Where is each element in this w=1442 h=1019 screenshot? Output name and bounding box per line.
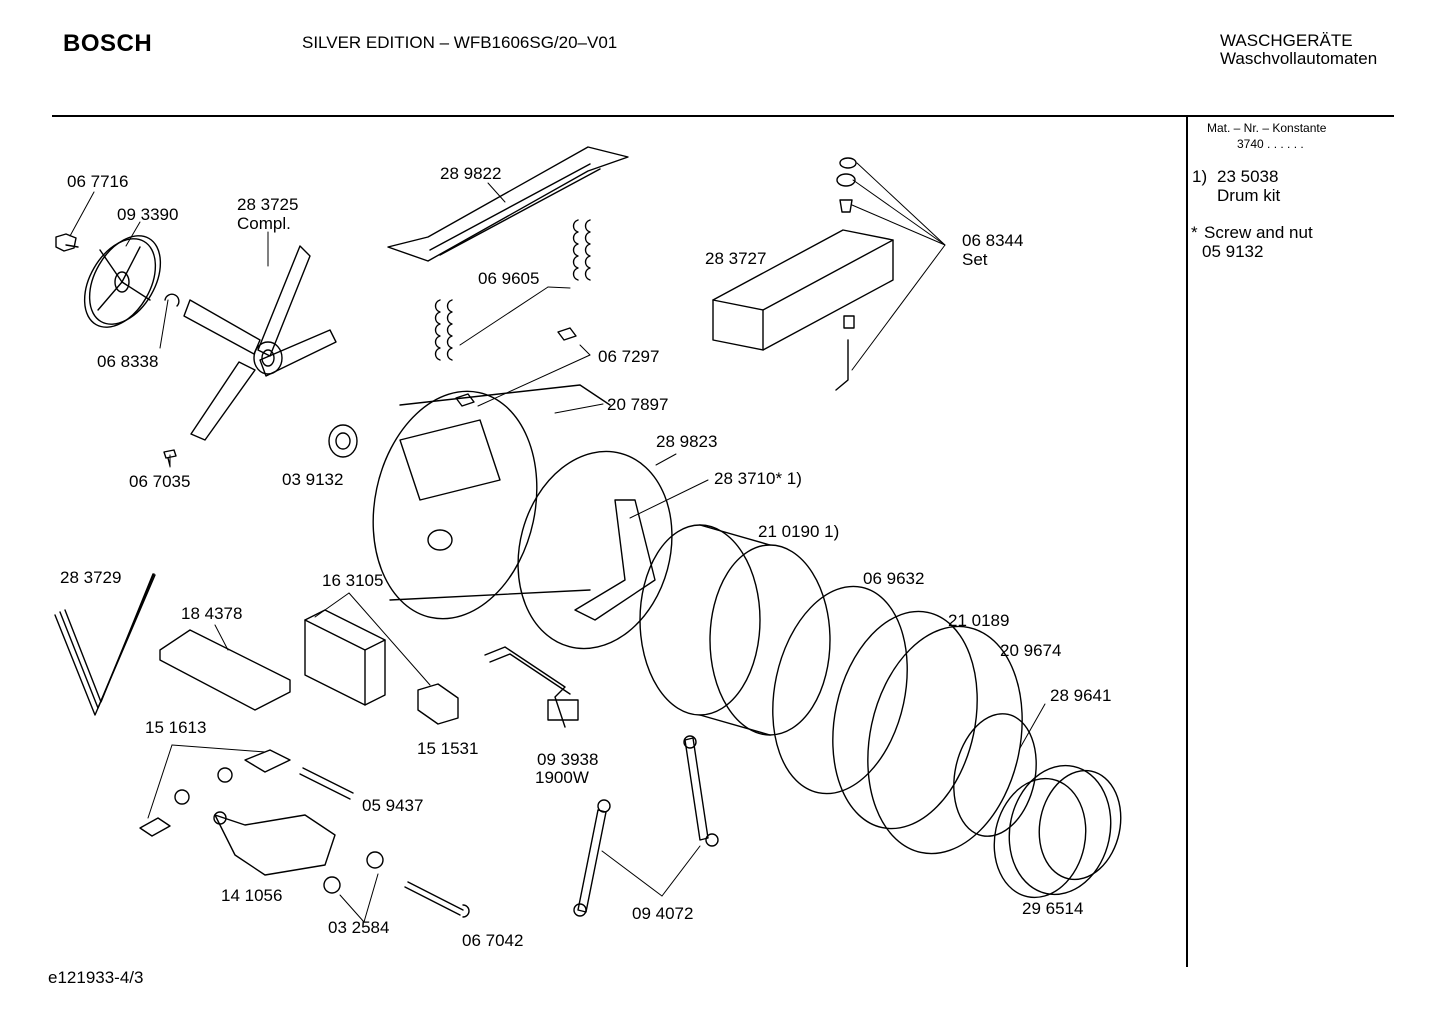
part-label: 28 3727 — [705, 249, 767, 268]
mat-nr-value: 3740 . . . . . . — [1237, 137, 1304, 151]
part-141056-valve-drawing — [213, 811, 336, 876]
part-283727-counterweight-drawing — [712, 229, 894, 351]
part-283725-spider-drawing — [183, 245, 337, 441]
part-068338-drawing — [164, 293, 180, 307]
sidebar-divider — [1186, 117, 1188, 967]
part-label: 21 0189 — [948, 611, 1010, 630]
part-label: 06 9632 — [863, 569, 925, 588]
part-209674-drawing — [867, 625, 1023, 855]
part-label: 21 0190 1) — [758, 522, 840, 541]
subcategory-label: Waschvollautomaten — [1220, 49, 1378, 68]
part-label: 1900W — [535, 768, 589, 787]
part-067716-drawing — [55, 233, 79, 252]
part-label: 05 9437 — [362, 796, 424, 815]
document-id: e121933-4/3 — [48, 968, 144, 987]
part-210190-drum-drawing — [639, 524, 831, 736]
part-label: 03 2584 — [328, 918, 390, 937]
note1-marker: 1) — [1192, 167, 1208, 186]
part-094072-shocks-drawing — [573, 735, 719, 917]
part-label: 28 3710* 1) — [714, 469, 802, 488]
part-289822-bracket-drawing — [387, 146, 629, 262]
part-093938-heater-drawing — [484, 646, 579, 728]
part-069605-springs-drawing — [434, 219, 591, 361]
part-label: 20 9674 — [1000, 641, 1062, 660]
part-184378-plate-drawing — [159, 629, 291, 711]
part-289823-ring-drawing — [517, 450, 673, 650]
note1-text: Drum kit — [1217, 186, 1281, 205]
part-label: Compl. — [237, 214, 291, 233]
part-label: 28 9823 — [656, 432, 718, 451]
part-label: 29 6514 — [1022, 899, 1084, 918]
part-059437-hose-drawing — [299, 767, 354, 800]
part-069632-seal-drawing — [772, 585, 908, 795]
part-label: 09 3938 — [537, 750, 599, 769]
exploded-diagram — [54, 146, 1122, 923]
part-label: 09 3390 — [117, 205, 179, 224]
note2-text: Screw and nut — [1204, 223, 1313, 242]
leader-lines — [69, 162, 1046, 923]
part-067035-drawing — [163, 449, 177, 467]
part-093390-pulley-drawing — [83, 235, 162, 328]
note1-code: 23 5038 — [1217, 167, 1279, 186]
part-296514-bellows-drawing — [993, 764, 1122, 899]
part-label: 06 8344 — [962, 231, 1024, 250]
part-label: 20 7897 — [607, 395, 669, 414]
part-067042-bolt-drawing — [404, 881, 470, 918]
category-label: WASCHGERÄTE — [1220, 31, 1353, 50]
part-label: 28 9641 — [1050, 686, 1112, 705]
header-divider — [52, 115, 1394, 117]
part-label: 15 1531 — [417, 739, 479, 758]
note2-marker: * — [1191, 223, 1198, 242]
part-210189-drawing — [832, 610, 978, 830]
part-label: 09 4072 — [632, 904, 694, 923]
brand-logo: BOSCH — [63, 30, 153, 57]
part-151531-drawing — [417, 683, 459, 725]
part-label: 06 7716 — [67, 172, 129, 191]
note2-code: 05 9132 — [1202, 242, 1264, 261]
part-289641-clamp-drawing — [953, 713, 1037, 837]
part-label: 18 4378 — [181, 604, 243, 623]
part-067297-drawing — [455, 327, 577, 407]
part-label: 15 1613 — [145, 718, 207, 737]
part-207897-tub-drawing — [372, 384, 611, 620]
part-163105-module-drawing — [304, 609, 386, 706]
model-title: SILVER EDITION – WFB1606SG/20–V01 — [302, 33, 618, 52]
part-label: 06 7297 — [598, 347, 660, 366]
part-032584-drawing — [323, 851, 384, 894]
part-039132-drawing — [328, 424, 358, 458]
part-label: 03 9132 — [282, 470, 344, 489]
part-label: 06 7042 — [462, 931, 524, 950]
part-label: 28 9822 — [440, 164, 502, 183]
mat-nr-label: Mat. – Nr. – Konstante — [1207, 121, 1327, 135]
part-label: 06 8338 — [97, 352, 159, 371]
part-label: Set — [962, 250, 988, 269]
part-283710-drawing — [574, 499, 656, 621]
part-label: 06 9605 — [478, 269, 540, 288]
part-151613-drawing — [139, 749, 291, 837]
part-label: 14 1056 — [221, 886, 283, 905]
part-label: 06 7035 — [129, 472, 191, 491]
part-283729-belt-drawing — [54, 573, 156, 716]
part-label: 28 3729 — [60, 568, 122, 587]
part-068344-set-drawing — [835, 157, 857, 391]
part-label: 28 3725 — [237, 195, 299, 214]
part-label: 16 3105 — [322, 571, 384, 590]
